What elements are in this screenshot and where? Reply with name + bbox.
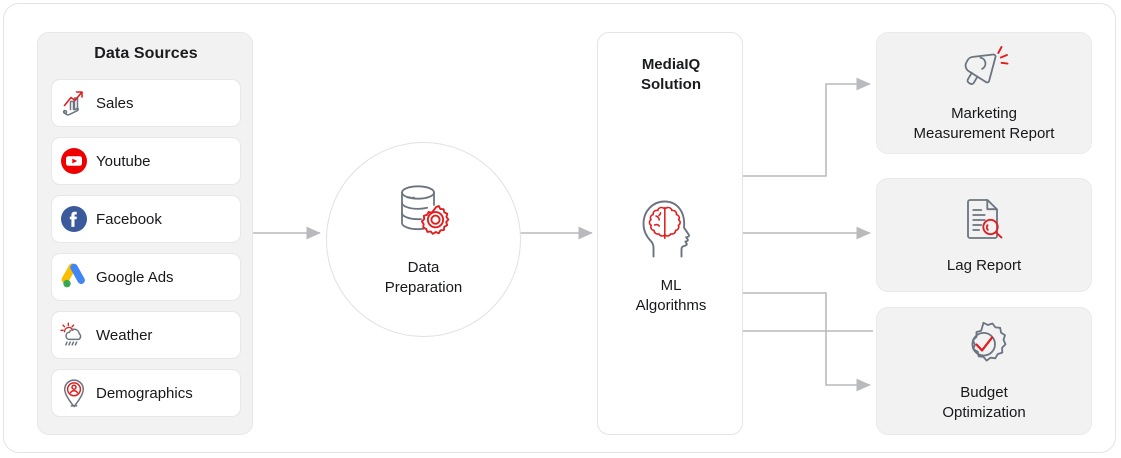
source-item-demographics[interactable]: Demographics <box>51 369 241 417</box>
brain-head-icon <box>634 193 708 268</box>
output-label-line1: Budget <box>960 383 1008 401</box>
demographics-pin-icon <box>52 376 96 410</box>
source-label: Facebook <box>96 210 162 228</box>
source-label: Demographics <box>96 384 193 402</box>
output-label: Lag Report <box>947 256 1021 276</box>
wire-to-marketing-measurement-report <box>740 77 871 177</box>
mediaiq-solution-node[interactable]: MediaIQ Solution ML A <box>597 32 743 435</box>
solution-title-line1: MediaIQ <box>641 56 701 73</box>
document-search-icon <box>959 194 1009 249</box>
brain-head-icon-wrap <box>598 193 744 268</box>
output-label-line2: Optimization <box>942 404 1026 421</box>
output-label-line2: Measurement Report <box>913 125 1055 142</box>
data-sources-title: Data Sources <box>94 45 198 62</box>
megaphone-icon <box>955 42 1013 97</box>
output-label: Budget Optimization <box>942 383 1025 424</box>
solution-label-line2: Algorithms <box>635 297 707 315</box>
source-item-weather[interactable]: Weather <box>51 311 241 359</box>
source-item-facebook[interactable]: Facebook <box>51 195 241 243</box>
source-label: Google Ads <box>96 268 174 286</box>
source-item-sales[interactable]: Sales <box>51 79 241 127</box>
source-label: Sales <box>96 94 134 112</box>
data-preparation-label: Data Preparation <box>385 258 463 299</box>
output-marketing-measurement-report[interactable]: Marketing Measurement Report <box>876 32 1092 154</box>
output-lag-report[interactable]: Lag Report <box>876 178 1092 292</box>
data-preparation-node[interactable]: Data Preparation <box>326 142 521 337</box>
source-item-youtube[interactable]: Youtube <box>51 137 241 185</box>
gear-check-icon <box>958 319 1010 376</box>
google-ads-icon <box>52 260 96 294</box>
source-item-google-ads[interactable]: Google Ads <box>51 253 241 301</box>
data-preparation-label-line1: Data <box>407 258 440 276</box>
diagram-canvas: Data Sources Sales <box>3 3 1116 453</box>
output-label-line1: Lag Report <box>946 256 1022 274</box>
source-label: Youtube <box>96 152 151 170</box>
youtube-icon <box>52 144 96 178</box>
database-gear-icon <box>388 181 460 248</box>
output-label: Marketing Measurement Report <box>914 104 1055 145</box>
wire-to-budget-optimization <box>740 292 871 392</box>
weather-rain-sun-icon <box>52 318 96 352</box>
facebook-icon <box>52 202 96 236</box>
solution-title-line2: Solution <box>641 76 701 94</box>
output-budget-optimization[interactable]: Budget Optimization <box>876 307 1092 435</box>
mediaiq-solution-title: MediaIQ Solution <box>598 55 744 96</box>
solution-label-line1: ML <box>660 277 682 294</box>
mediaiq-solution-label: ML Algorithms <box>598 276 744 317</box>
sales-chart-hand-icon <box>52 86 96 120</box>
data-sources-panel: Data Sources Sales <box>37 32 253 435</box>
output-label-line1: Marketing <box>951 104 1017 122</box>
source-label: Weather <box>96 326 153 344</box>
data-preparation-label-line2: Preparation <box>384 279 463 296</box>
